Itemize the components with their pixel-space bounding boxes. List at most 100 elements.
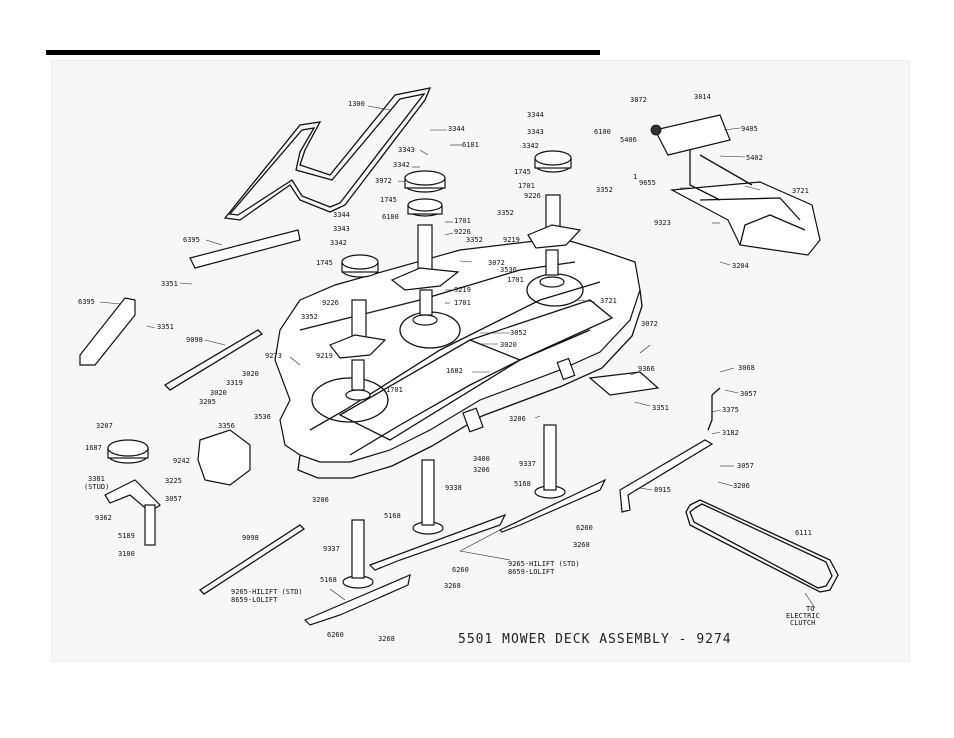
- spindle-left: [329, 254, 387, 401]
- part-label: 3319: [226, 379, 243, 387]
- part-label: 5168: [514, 480, 531, 488]
- part-label: 6260: [452, 566, 469, 574]
- part-label: 3342: [522, 142, 539, 150]
- part-label: 3536: [254, 413, 271, 421]
- part-label: 1701: [507, 276, 524, 284]
- part-label: 3352: [596, 186, 613, 194]
- part-label: 3268: [573, 541, 590, 549]
- part-label: 9242: [173, 457, 190, 465]
- part-label: 3207: [96, 422, 113, 430]
- part-label: 3100: [118, 550, 135, 558]
- part-label: 1687: [85, 444, 102, 452]
- part-label: 6395: [78, 298, 95, 306]
- part-label: 9655: [639, 179, 656, 187]
- part-labels: 1300 3344 3343 6101 3342 3972 1745 3344 …: [78, 93, 820, 643]
- part-label: 1701: [454, 299, 471, 307]
- part-label: 3205: [199, 398, 216, 406]
- part-label: 5402: [746, 154, 763, 162]
- part-label: 1300: [348, 100, 365, 108]
- part-label: 3072: [488, 259, 505, 267]
- chute-hinge-bracket: [654, 114, 753, 201]
- part-label: 3351: [157, 323, 174, 331]
- part-label: 9219: [454, 286, 471, 294]
- part-label: 3721: [600, 297, 617, 305]
- idler-pulley: [107, 439, 149, 464]
- part-label: 3206: [509, 415, 526, 423]
- roller-bracket: [707, 387, 721, 431]
- part-label: 3344: [448, 125, 465, 133]
- part-label: 8659-LOLIFT: [231, 596, 278, 604]
- part-label: 1745: [514, 168, 531, 176]
- part-label: 9265-HILIFT (STD): [508, 560, 580, 568]
- spindle-right: [527, 150, 582, 288]
- part-label: 9405: [741, 125, 758, 133]
- part-label: CLUTCH: [790, 619, 815, 627]
- part-label: 1701: [386, 386, 403, 394]
- part-label: 3342: [330, 239, 347, 247]
- header-rule: [46, 50, 600, 55]
- part-label: 3343: [333, 225, 350, 233]
- part-label: 9265-HILIFT (STD): [231, 588, 303, 596]
- part-label: 3375: [722, 406, 739, 414]
- part-label: 1682: [446, 367, 463, 375]
- part-label: 3352: [466, 236, 483, 244]
- part-label: 9337: [323, 545, 340, 553]
- part-label: 9226: [322, 299, 339, 307]
- part-label: 6100: [594, 128, 611, 136]
- part-label: 3351: [161, 280, 178, 288]
- deflector-chute: [669, 181, 821, 256]
- part-label: 9226: [454, 228, 471, 236]
- part-label: 1745: [316, 259, 333, 267]
- part-label: 1701: [454, 217, 471, 225]
- part-label: 3057: [737, 462, 754, 470]
- part-label: 3268: [444, 582, 461, 590]
- part-label: 3536: [500, 266, 517, 274]
- v-belt-1300: [223, 87, 432, 221]
- diagram-title: 5501 MOWER DECK ASSEMBLY - 9274: [458, 632, 732, 647]
- part-label: 9366: [638, 365, 655, 373]
- part-label: 9226: [524, 192, 541, 200]
- part-label: 1745: [380, 196, 397, 204]
- part-label: 5168: [384, 512, 401, 520]
- part-label: 9219: [316, 352, 333, 360]
- part-label: 9362: [95, 514, 112, 522]
- part-label: 3020: [210, 389, 227, 397]
- part-label: 8915: [654, 486, 671, 494]
- part-label: 3057: [165, 495, 182, 503]
- part-label: 3204: [732, 262, 749, 270]
- part-label: TO: [806, 605, 814, 613]
- part-label: 9219: [503, 236, 520, 244]
- part-label: 6101: [462, 141, 479, 149]
- part-label: 3072: [630, 96, 647, 104]
- part-label: 3352: [301, 313, 318, 321]
- part-label: 3356: [218, 422, 235, 430]
- leader-lines: [99, 105, 816, 609]
- mower-deck-shell: [274, 237, 643, 479]
- part-label: 1: [633, 173, 637, 181]
- part-label: 9098: [242, 534, 259, 542]
- idler-arm-bracket: [197, 429, 251, 486]
- part-label: 3014: [694, 93, 711, 101]
- part-label: (STUD): [84, 483, 109, 491]
- part-label: 1701: [518, 182, 535, 190]
- part-label: 9098: [186, 336, 203, 344]
- chute-spring: [650, 124, 662, 136]
- part-label: 9273: [265, 352, 282, 360]
- part-label: 3381: [88, 475, 105, 483]
- part-label: 3020: [500, 341, 517, 349]
- part-label: 3268: [378, 635, 395, 643]
- part-label: 3344: [333, 211, 350, 219]
- part-label: 3342: [393, 161, 410, 169]
- part-label: 3972: [375, 177, 392, 185]
- part-label: 6100: [382, 213, 399, 221]
- part-label: 3343: [398, 146, 415, 154]
- blade-right: [498, 424, 607, 533]
- belt-shield-upper: [189, 229, 301, 269]
- blade-left: [303, 519, 411, 626]
- part-label: 6260: [576, 524, 593, 532]
- part-label: 5168: [320, 576, 337, 584]
- part-label: 6260: [327, 631, 344, 639]
- spindle-center: [390, 170, 460, 326]
